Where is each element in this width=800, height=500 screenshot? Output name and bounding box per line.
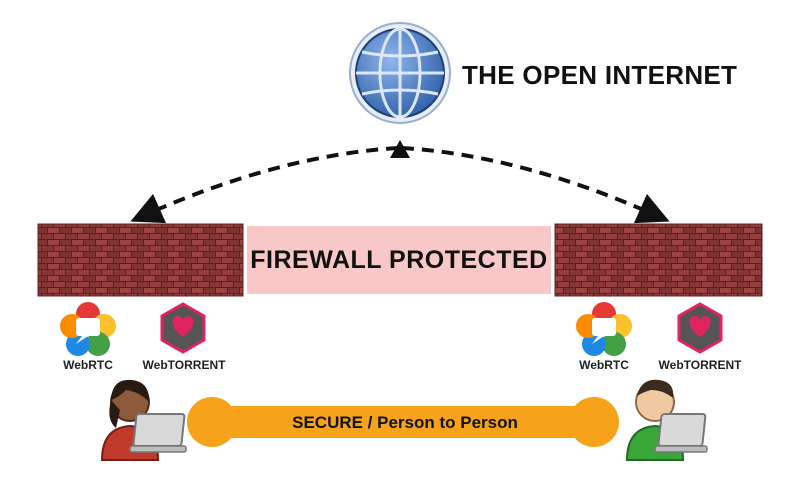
globe-icon bbox=[349, 22, 451, 124]
connection-label: SECURE / Person to Person bbox=[292, 413, 518, 432]
webrtc-label: WebRTC bbox=[579, 358, 629, 372]
firewall-label: FIREWALL PROTECTED bbox=[250, 245, 548, 274]
webrtc-icon bbox=[60, 302, 116, 356]
connection-node-left bbox=[187, 397, 237, 447]
firewall-wall-right bbox=[554, 223, 763, 297]
webtorrent-label: WebTORRENT bbox=[142, 358, 226, 372]
arrow-up-tip bbox=[390, 140, 410, 158]
firewall bbox=[37, 223, 763, 297]
webrtc-icon bbox=[576, 302, 632, 356]
arrow-right bbox=[401, 146, 670, 224]
firewall-gap bbox=[247, 226, 551, 294]
firewall-wall-left bbox=[37, 223, 244, 297]
arrow-left bbox=[130, 146, 399, 224]
person-laptop-icon bbox=[625, 379, 708, 461]
webtorrent-icon bbox=[160, 302, 206, 354]
connection-arrows bbox=[130, 140, 670, 224]
webrtc-label: WebRTC bbox=[63, 358, 113, 372]
webtorrent-icon bbox=[677, 302, 723, 354]
connection-bar bbox=[228, 406, 580, 438]
secure-connection bbox=[187, 397, 619, 447]
person-laptop-icon bbox=[100, 379, 187, 461]
connection-node-right bbox=[569, 397, 619, 447]
webtorrent-label: WebTORRENT bbox=[658, 358, 742, 372]
diagram-title: THE OPEN INTERNET bbox=[462, 60, 738, 90]
